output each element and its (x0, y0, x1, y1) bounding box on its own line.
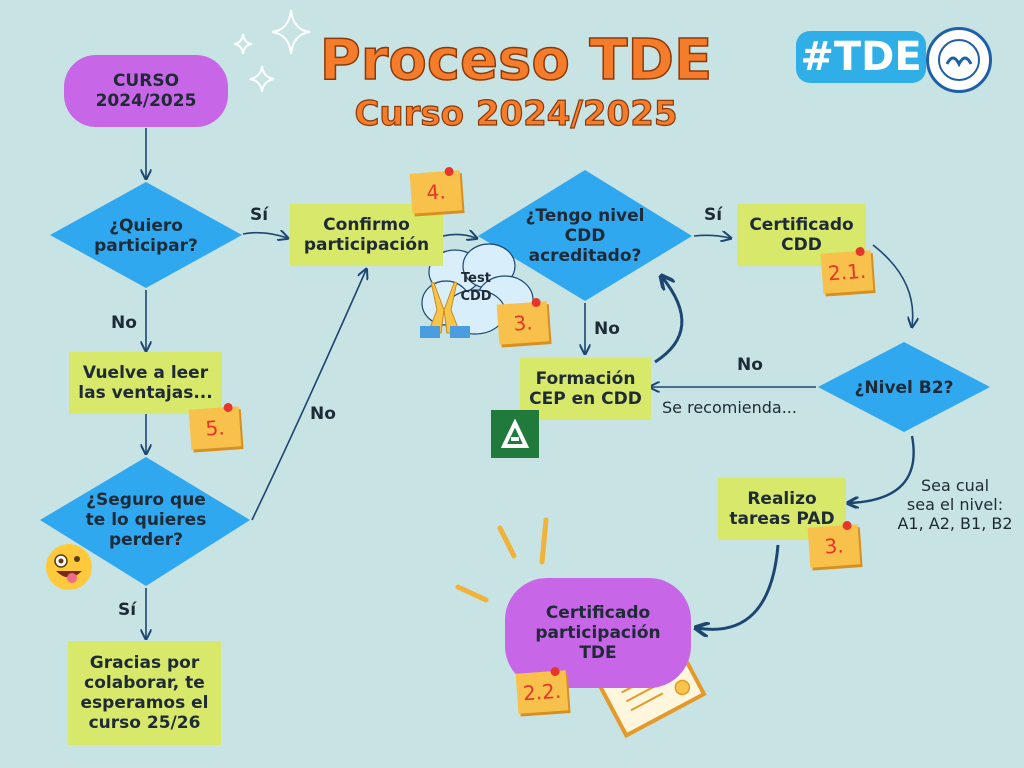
school-seal-logo (926, 27, 992, 93)
label-no-b2: No (737, 355, 763, 375)
pin-icon (531, 297, 541, 308)
sticky-note-3-pad: 3. (807, 520, 861, 568)
label-si-participar: Sí (250, 205, 269, 225)
arrow-seguro-no-to-confirmo (251, 270, 366, 521)
junta-andalucia-logo-icon (491, 410, 539, 458)
pin-icon (444, 166, 454, 177)
arrow-formacion-to-cdd (654, 277, 684, 364)
pin-icon (550, 666, 560, 677)
label-si-seguro: Sí (118, 600, 137, 620)
praying-hands-icon (420, 281, 470, 338)
arrow-cdd-si-to-cert (693, 235, 730, 238)
cloud-test-cdd: Test CDD (460, 271, 492, 304)
node-tengo-nivel-cdd: ¿Tengo nivel CDD acreditado? (525, 206, 645, 266)
page-subtitle: Curso 2024/2025 (354, 93, 678, 134)
zany-face-icon (54, 554, 82, 583)
diamond-tengo-nivel-cdd (478, 170, 692, 301)
arrow-b2-to-realizo (849, 435, 915, 503)
label-si-cdd: Sí (704, 205, 723, 225)
tde-badge: #TDE (796, 31, 926, 83)
label-no-seguro: No (310, 404, 336, 424)
label-sea-cual: Sea cual sea el nivel: A1, A2, B1, B2 (897, 476, 1013, 533)
sticky-label: 2.2. (522, 678, 562, 706)
junta-a-icon (500, 419, 530, 448)
burst-lines (455, 517, 549, 603)
arrow-realizo-to-cert-tde (697, 544, 780, 629)
diamond-quiero-participar (50, 182, 242, 288)
cloud-shape (421, 243, 534, 335)
node-start-curso: CURSO 2024/2025 (64, 55, 228, 127)
diamond-nivel-b2 (818, 342, 990, 432)
label-se-recomienda: Se recomienda... (662, 398, 797, 417)
label-no-participar: No (111, 313, 137, 333)
sticky-note-3-cloud: 3. (496, 297, 550, 345)
node-certificado-tde: Certificado participación TDE (505, 578, 691, 688)
sticky-label: 2.1. (827, 258, 867, 286)
arrow-si-to-confirmo (242, 233, 287, 238)
pin-icon (842, 520, 852, 531)
sticky-label: 3. (823, 533, 845, 559)
page-title: Proceso TDE (319, 27, 713, 94)
node-quiero-participar: ¿Quiero participar? (94, 216, 198, 256)
diamond-seguro (40, 457, 250, 586)
node-seguro-perder: ¿Seguro que te lo quieres perder? (85, 490, 207, 550)
sticky-label: 5. (204, 415, 226, 441)
seal-emblem-icon (938, 39, 980, 81)
label-no-cdd: No (594, 319, 620, 339)
pin-icon (223, 402, 233, 413)
node-formacion-cep: Formación CEP en CDD (520, 358, 651, 420)
sticky-note-4: 4. (409, 166, 463, 214)
node-vuelve-leer: Vuelve a leer las ventajas... (69, 352, 222, 414)
sticky-note-2-1: 2.1. (820, 246, 874, 294)
sticky-label: 4. (425, 179, 447, 205)
pin-icon (855, 246, 865, 257)
sticky-note-5: 5. (188, 402, 242, 450)
arrow-confirmo-to-cdd (442, 234, 476, 238)
sticky-note-2-2: 2.2. (515, 666, 569, 714)
sticky-label: 3. (512, 310, 534, 336)
node-confirmo-participacion: Confirmo participación (290, 204, 443, 266)
node-gracias: Gracias por colaborar, te esperamos el c… (68, 641, 221, 745)
silly-face-emoji-icon (46, 544, 92, 590)
arrow-cert-to-b2 (872, 244, 913, 326)
sparkle-icons (233, 9, 311, 93)
node-nivel-b2: ¿Nivel B2? (854, 378, 954, 398)
